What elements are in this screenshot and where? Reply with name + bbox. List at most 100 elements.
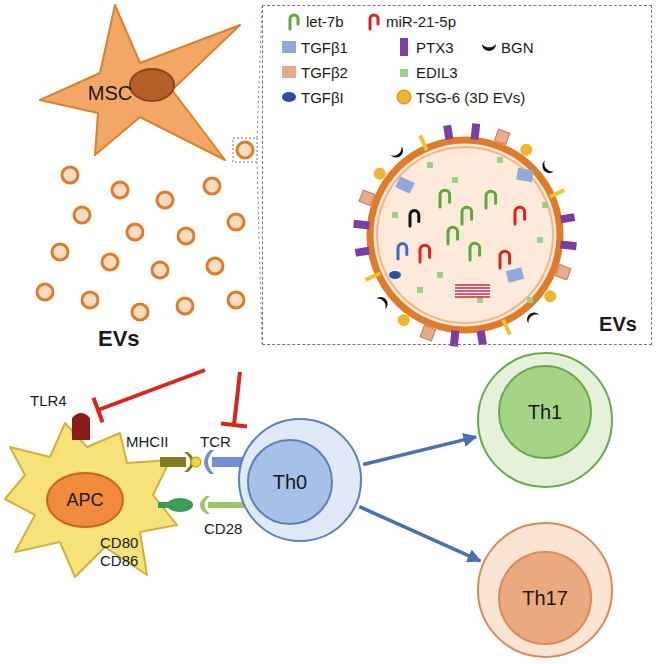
surface-protein [376,294,390,309]
legend-item: let-7b [285,10,344,32]
surface-protein [418,135,428,151]
vesicle-inner-membrane [377,147,553,323]
group-label: EVs [98,326,140,352]
legend-text: let-7b [306,13,344,30]
legend-item: TGFβI [280,86,344,108]
extracellular-vesicle [228,292,244,308]
legend-text: TGFβ1 [301,39,348,56]
edil3-protein [437,272,443,278]
legend-swatch-svg [395,36,413,58]
extracellular-vesicle [207,258,223,274]
surface-protein [355,247,370,257]
inhibition-line [234,372,240,425]
extracellular-vesicle [178,228,194,244]
cell-nucleus [47,473,123,527]
cell-circle: Th1 [477,352,613,488]
rna-hairpin [500,251,510,268]
rna-hairpin [398,244,407,259]
label-anchor: CD86 [100,552,138,569]
receptor-label: MHCII [126,433,169,450]
edil3-protein [477,297,483,303]
cd28-cup [200,496,210,514]
surface-protein [560,241,577,251]
extracellular-vesicle [112,182,128,198]
cell-outer [478,353,612,487]
cd80-cd86-ligand [167,498,193,512]
extracellular-vesicle [228,214,244,230]
node-label: Th17 [522,587,568,610]
cell-nucleus [130,69,174,101]
legend-item: EDIL3 [395,61,458,83]
surface-protein [359,190,374,205]
cd28-stalk [208,502,248,508]
extracellular-vesicle [177,298,193,314]
extracellular-vesicle [132,304,148,320]
surface-protein [494,129,509,144]
surface-protein [549,188,565,198]
text-anchor: Th0 [273,471,307,494]
surface-protein [443,125,453,140]
cell-circle: Th0 [238,418,362,542]
label-anchor: MHCII [126,433,169,450]
extracellular-vesicle [82,292,98,308]
node-label: Th0 [273,471,307,494]
tlr4-receptor [72,413,90,440]
legend-swatch [370,15,378,29]
legend-text: TGFβ2 [301,64,348,81]
legend-swatch [282,41,296,53]
label-anchor: CD80 [100,534,138,551]
rna-hairpin [440,190,450,207]
rna-hairpin [470,243,480,260]
legend-item: miR-21-5p [365,10,456,32]
legend-item: TSG-6 (3D EVs) [395,86,525,108]
extracellular-vesicle [62,167,78,183]
legend-swatch-svg [285,10,303,32]
surface-protein [391,146,406,160]
rna-hairpin [486,191,496,208]
node-label: EVs [599,313,637,336]
extracellular-vesicle [204,178,220,194]
legend-text: PTX3 [416,39,454,56]
rna-hairpin [462,207,472,224]
text-anchor: MSC [88,82,132,105]
node-label: MSC [88,82,132,105]
legend-swatch [397,90,411,104]
surface-protein [542,288,559,305]
peptide [191,457,201,467]
legend-swatch [400,38,408,56]
label-anchor: TCR [200,433,231,450]
cell-shape: MSC [40,5,240,165]
legend-item: PTX3 [395,36,454,58]
receptor-label: CD28 [204,520,242,537]
inhibition-line [98,370,205,410]
tgfb1-protein [516,168,534,183]
surface-protein [471,123,481,140]
cell-nucleus [499,552,591,644]
legend-text: miR-21-5p [386,13,456,30]
legend-swatch-svg [395,61,413,83]
extracellular-vesicle [37,284,53,300]
node-label: APC [66,490,103,511]
edil3-protein [452,177,458,183]
cell-nucleus [248,440,332,524]
surface-protein [560,213,575,223]
legend-swatch-svg [280,36,298,58]
legend-item: TGFβ2 [280,61,348,83]
edil3-protein [497,157,503,163]
cell-shape-svg [40,5,240,165]
text-anchor: APC [66,490,103,511]
legend-item: BGN [480,36,534,58]
text-anchor: Th1 [528,401,562,424]
receptor-label: CD86 [100,552,138,569]
legend-swatch-svg [480,36,498,58]
surface-protein [524,310,539,324]
legend-swatch-svg [365,10,383,32]
surface-protein [371,165,388,182]
extracellular-vesicle [157,192,173,208]
edil3-protein [417,287,423,293]
legend-swatch [400,69,408,77]
extracellular-vesicle [52,244,68,260]
label-anchor: TLR4 [30,392,67,409]
